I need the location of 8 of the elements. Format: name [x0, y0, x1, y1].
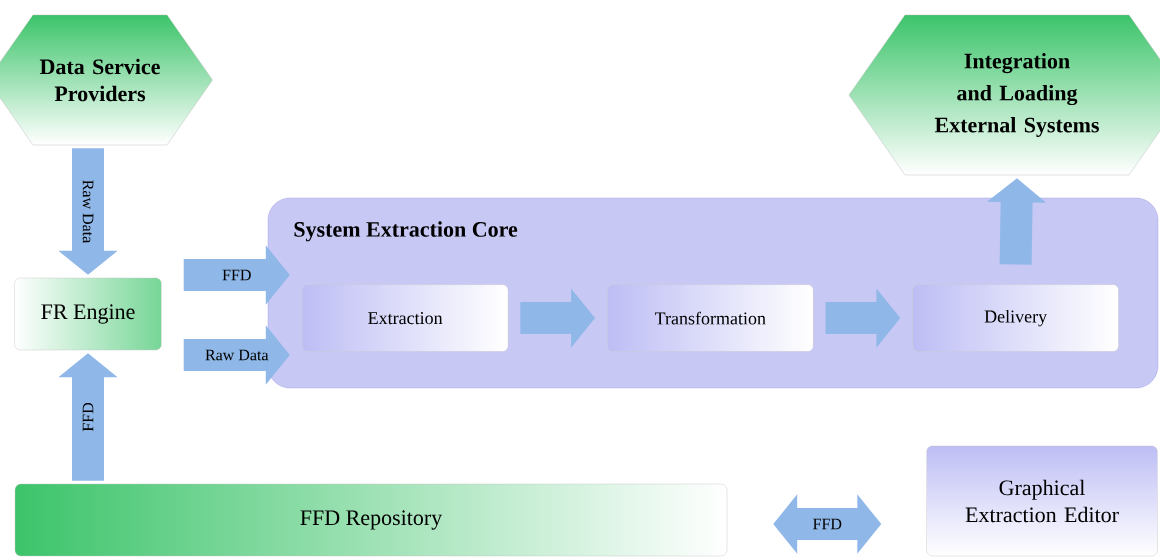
- hexagon-box: Integration and Loading External Systems: [848, 14, 1160, 176]
- process-box: Delivery: [912, 284, 1119, 352]
- repository-box: FFD Repository: [14, 483, 728, 557]
- process-box: Transformation: [607, 284, 814, 352]
- process-box: Extraction: [301, 284, 509, 352]
- hexagon-box: Data Service Providers: [0, 14, 213, 146]
- process-box: FR Engine: [14, 277, 162, 351]
- process-box: Graphical Extraction Editor: [926, 445, 1158, 557]
